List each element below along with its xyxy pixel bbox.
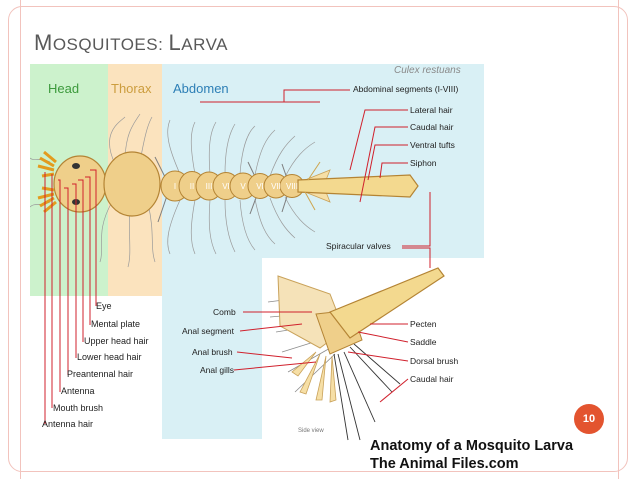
body-hairs (30, 113, 316, 268)
figure-caption: Anatomy of a Mosquito Larva The Animal F… (370, 437, 573, 473)
right-callout-lines (200, 89, 431, 268)
inset-right-labels: Pecten Saddle Dorsal brush Caudal hair (410, 319, 458, 384)
label-anal-gills: Anal gills (200, 365, 234, 375)
label-antenna-hair: Antenna hair (42, 419, 93, 429)
thorax-label: Thorax (111, 81, 152, 96)
caudal-tufts (304, 161, 321, 211)
label-lateral-hair: Lateral hair (410, 105, 453, 115)
head-label: Head (48, 81, 79, 96)
label-mental-plate: Mental plate (91, 319, 140, 329)
segment-numeral-7: VII (271, 182, 281, 191)
label-inset-caudal-hair: Caudal hair (410, 374, 454, 384)
label-comb: Comb (213, 307, 236, 317)
label-spiracular-valves: Spiracular valves (326, 241, 391, 251)
siphon (297, 174, 419, 198)
page-number: 10 (582, 413, 596, 425)
label-dorsal-brush: Dorsal brush (410, 356, 458, 366)
label-pecten: Pecten (410, 319, 437, 329)
inset-siphon (329, 267, 445, 339)
right-callout-labels: Abdominal segments (I-VIII) Lateral hair… (326, 84, 459, 251)
label-abdominal-segments: Abdominal segments (I-VIII) (353, 84, 459, 94)
label-anal-segment: Anal segment (182, 326, 235, 336)
right-accent-rule (618, 0, 619, 479)
label-lower-head-hair: Lower head hair (77, 352, 142, 362)
larva-head (53, 155, 107, 213)
segment-numeral-1: I (174, 182, 176, 191)
label-mouth-brush: Mouth brush (53, 403, 103, 413)
title-rest-1: OSQUITOES: (52, 35, 169, 54)
label-antenna: Antenna (61, 386, 95, 396)
left-callout-labels: Eye Mental plate Upper head hair Lower h… (42, 301, 149, 429)
label-eye: Eye (96, 301, 112, 311)
segment-numeral-5: V (240, 182, 246, 191)
label-caudal-hair: Caudal hair (410, 122, 454, 132)
label-upper-head-hair: Upper head hair (84, 336, 149, 346)
left-callout-lines (44, 169, 97, 424)
label-saddle: Saddle (410, 337, 437, 347)
species-label: Culex restuans (394, 65, 461, 76)
title-cap-2: L (168, 30, 182, 55)
inset-right-callout-lines (347, 323, 409, 403)
slide-title: MOSQUITOES: LARVA (34, 30, 228, 56)
caption-line-1: Anatomy of a Mosquito Larva (370, 438, 574, 454)
segment-numeral-6: VI (256, 182, 264, 191)
label-preantennal-hair: Preantennal hair (67, 369, 133, 379)
label-siphon: Siphon (410, 158, 437, 168)
larva-eye (72, 163, 80, 169)
mouth-brush-right (37, 186, 57, 214)
abdomen-segments (160, 170, 305, 202)
caption-line-2: The Animal Files.com (370, 456, 519, 472)
inset-left-callout-lines (233, 311, 317, 371)
left-accent-rule (20, 0, 21, 479)
slide-frame (8, 6, 628, 472)
mouth-brush-left (37, 150, 57, 178)
label-ventral-tufts: Ventral tufts (410, 140, 455, 150)
larva-anatomy-diagram: Head Thorax Abdomen Culex restuans (30, 64, 484, 441)
title-rest-2: ARVA (181, 35, 229, 54)
abdomen-label: Abdomen (173, 81, 229, 96)
segment-numeral-8: VIII (286, 182, 298, 191)
segment-numeral-2: II (190, 182, 194, 191)
larva-thorax (103, 151, 161, 217)
segment-numerals: I II III VI V VI VII VIII (174, 182, 298, 191)
inset-left-labels: Comb Anal segment Anal brush Anal gills (182, 307, 236, 375)
segment-numeral-4: VI (222, 182, 230, 191)
page-number-badge: 10 (574, 404, 604, 434)
inset-note: Side view (298, 428, 324, 434)
title-cap-1: M (34, 30, 53, 55)
label-anal-brush: Anal brush (192, 347, 233, 357)
segment-numeral-3: III (206, 182, 213, 191)
